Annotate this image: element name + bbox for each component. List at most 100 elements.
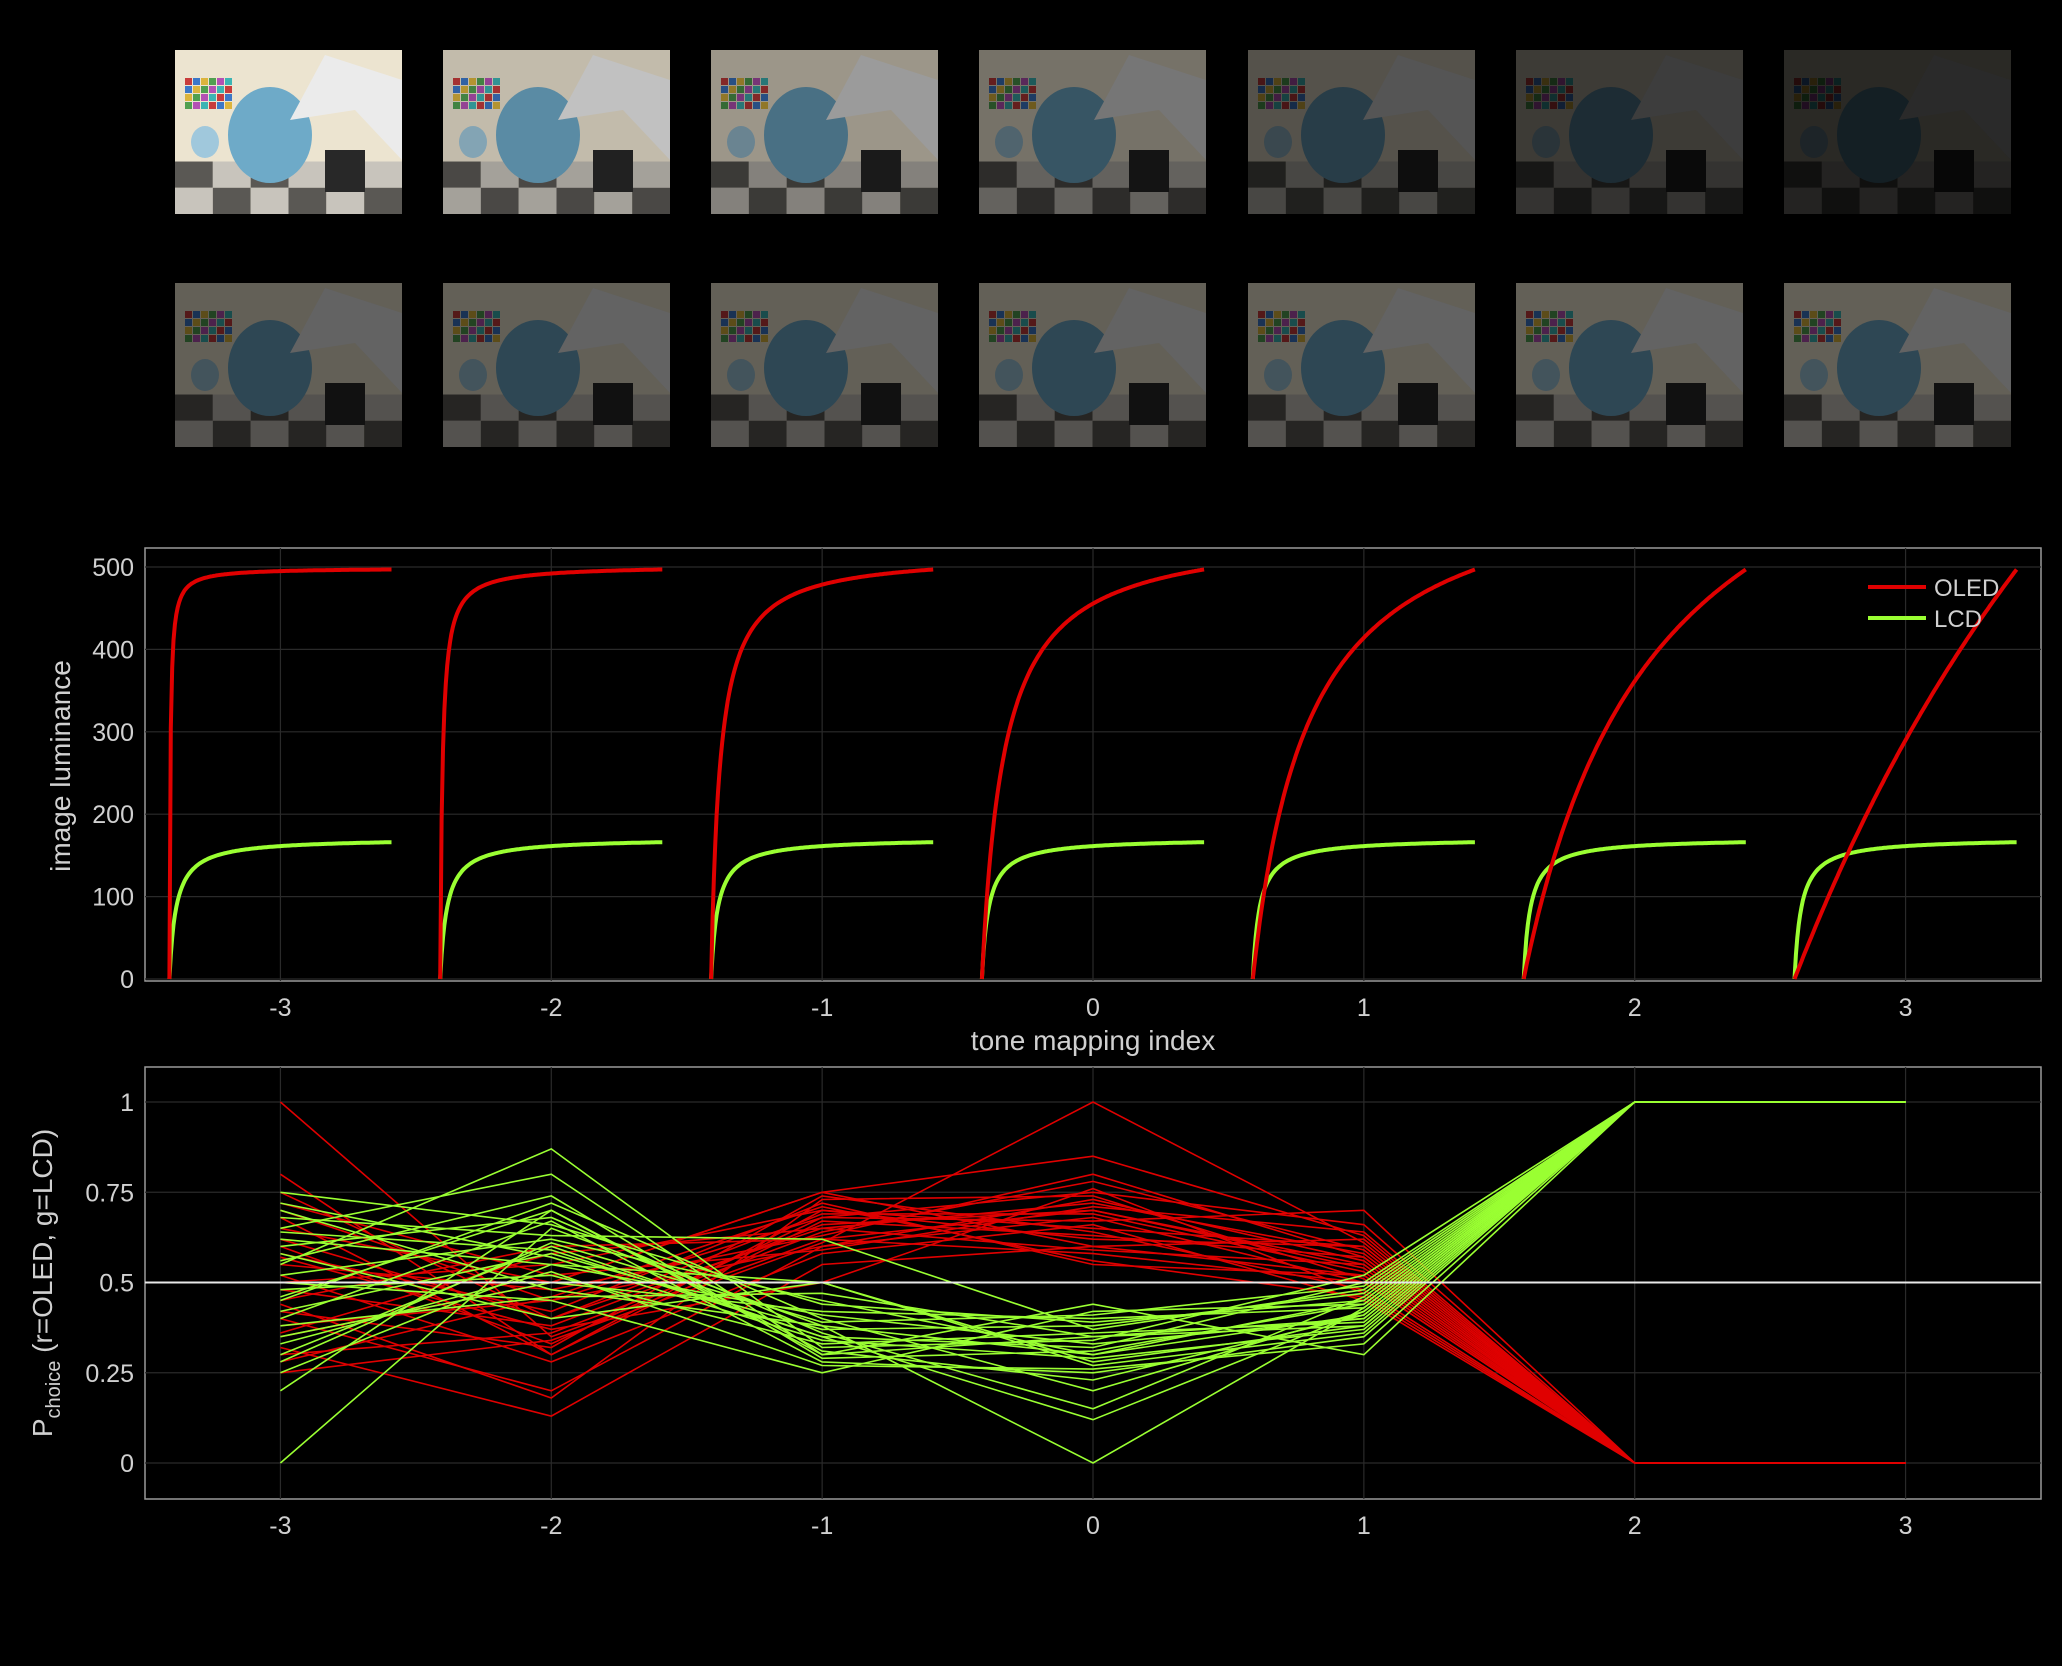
thumb-chart-patch bbox=[1005, 86, 1012, 93]
thumb-chart-patch bbox=[737, 94, 744, 101]
thumb-chart-patch bbox=[1290, 78, 1297, 85]
thumb-chart-patch bbox=[217, 94, 224, 101]
thumb-chart-patch bbox=[1005, 327, 1012, 334]
thumb-object bbox=[1837, 320, 1921, 416]
thumb-chart-patch bbox=[1566, 78, 1573, 85]
thumb-ramp bbox=[558, 288, 670, 393]
thumb-glass bbox=[1264, 359, 1292, 391]
chart1-series bbox=[167, 567, 2019, 980]
thumb-chart-patch bbox=[753, 327, 760, 334]
thumb-floor-tile bbox=[1591, 420, 1630, 447]
thumb-floor-tile bbox=[1399, 420, 1438, 447]
thumb-chart-patch bbox=[1021, 327, 1028, 334]
thumb-chart-patch bbox=[1258, 94, 1265, 101]
thumb-chart-patch bbox=[761, 78, 768, 85]
thumb-ramp bbox=[558, 55, 670, 160]
thumb-ramp bbox=[1631, 55, 1743, 160]
thumb-chart-patch bbox=[461, 78, 468, 85]
thumb-chart-patch bbox=[997, 311, 1004, 318]
thumb-chart-patch bbox=[1258, 319, 1265, 326]
thumb-chart-patch bbox=[997, 327, 1004, 334]
thumb-chart-patch bbox=[1013, 86, 1020, 93]
thumb-chart-patch bbox=[1013, 94, 1020, 101]
thumb-floor-tile bbox=[900, 187, 938, 214]
thumb-chart-patch bbox=[485, 78, 492, 85]
thumb-chart-patch bbox=[185, 86, 192, 93]
thumb-chart-patch bbox=[1534, 335, 1541, 342]
thumb-floor-tile bbox=[326, 187, 365, 214]
thumb-floor-tile bbox=[1054, 420, 1093, 447]
thumb-floor-tile bbox=[979, 394, 1017, 421]
thumb-chart-patch bbox=[1566, 319, 1573, 326]
chart1-legend: OLED LCD bbox=[1868, 575, 1999, 633]
thumb-glass bbox=[995, 126, 1023, 158]
thumb-chart-patch bbox=[1274, 319, 1281, 326]
thumb-chart-patch bbox=[1566, 86, 1573, 93]
thumb-floor-tile bbox=[711, 420, 749, 447]
thumb-floor-tile bbox=[862, 187, 901, 214]
thumb-chart-patch bbox=[721, 102, 728, 109]
chart2-ytick: 0.5 bbox=[99, 1270, 134, 1298]
thumb-ramp bbox=[826, 55, 938, 160]
thumb-chart-patch bbox=[1021, 311, 1028, 318]
thumb-chart-patch bbox=[1534, 319, 1541, 326]
thumb-floor-chart bbox=[1666, 383, 1706, 425]
thumb-floor-tile bbox=[1935, 187, 1974, 214]
thumb-chart-patch bbox=[1542, 311, 1549, 318]
thumb-floor-chart bbox=[1666, 150, 1706, 192]
scene-thumbnail bbox=[979, 283, 1206, 447]
thumb-floor-tile bbox=[1516, 394, 1554, 421]
thumb-chart-patch bbox=[1542, 335, 1549, 342]
thumb-chart-patch bbox=[1298, 335, 1305, 342]
thumb-chart-patch bbox=[737, 311, 744, 318]
thumb-chart-patch bbox=[1810, 78, 1817, 85]
thumb-chart-patch bbox=[1274, 327, 1281, 334]
thumb-chart-patch bbox=[989, 86, 996, 93]
thumb-floor-tile bbox=[748, 187, 787, 214]
thumb-floor-tile bbox=[556, 187, 595, 214]
scene-thumbnail bbox=[1784, 50, 2011, 214]
thumb-chart-patch bbox=[1550, 78, 1557, 85]
legend-oled-label: OLED bbox=[1934, 575, 1999, 602]
thumb-chart-patch bbox=[209, 78, 216, 85]
thumb-chart-patch bbox=[1834, 327, 1841, 334]
thumb-chart-patch bbox=[1005, 335, 1012, 342]
thumb-chart-patch bbox=[1282, 311, 1289, 318]
thumb-floor-tile bbox=[1629, 187, 1668, 214]
oled-curve bbox=[709, 567, 934, 980]
thumb-chart-patch bbox=[1794, 319, 1801, 326]
thumb-chart-patch bbox=[493, 78, 500, 85]
thumb-chart-patch bbox=[209, 335, 216, 342]
thumb-floor-tile bbox=[364, 420, 402, 447]
thumb-chart-patch bbox=[225, 311, 232, 318]
thumb-chart-patch bbox=[209, 102, 216, 109]
thumb-chart-patch bbox=[1558, 335, 1565, 342]
thumb-floor-tile bbox=[212, 187, 251, 214]
thumb-chart-patch bbox=[729, 102, 736, 109]
thumb-chart-patch bbox=[745, 94, 752, 101]
thumb-chart-patch bbox=[1566, 102, 1573, 109]
thumb-chart-patch bbox=[1274, 78, 1281, 85]
thumb-chart-patch bbox=[193, 94, 200, 101]
thumb-object bbox=[1301, 87, 1385, 183]
thumb-chart-patch bbox=[1029, 78, 1036, 85]
thumb-chart-patch bbox=[1566, 311, 1573, 318]
thumb-floor-chart bbox=[1934, 383, 1974, 425]
thumb-chart-patch bbox=[1550, 102, 1557, 109]
thumb-floor-tile bbox=[1821, 420, 1860, 447]
thumb-ramp bbox=[1363, 55, 1475, 160]
thumb-chart-patch bbox=[1802, 94, 1809, 101]
thumb-chart-patch bbox=[1258, 335, 1265, 342]
oled-curve bbox=[1521, 567, 1747, 980]
thumb-glass bbox=[1264, 126, 1292, 158]
thumb-chart-patch bbox=[1029, 335, 1036, 342]
thumb-chart-patch bbox=[185, 327, 192, 334]
thumb-chart-patch bbox=[469, 327, 476, 334]
thumb-floor-chart bbox=[593, 383, 633, 425]
thumb-floor-tile bbox=[979, 187, 1017, 214]
thumb-floor-tile bbox=[1437, 420, 1475, 447]
thumb-chart-patch bbox=[1266, 78, 1273, 85]
thumb-floor-tile bbox=[1591, 187, 1630, 214]
thumb-glass bbox=[1800, 359, 1828, 391]
thumb-chart-patch bbox=[753, 86, 760, 93]
